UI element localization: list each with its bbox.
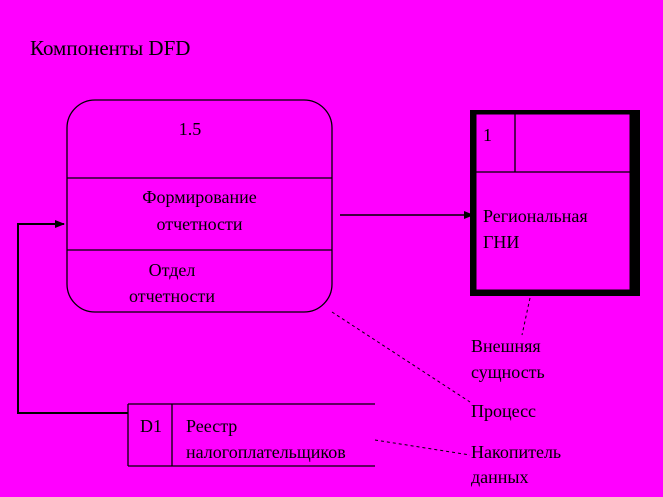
legend-data-store-line2: данных: [471, 467, 529, 487]
external-entity-name-line1: Региональная: [483, 206, 588, 226]
data-store-name-line2: налогоплательщиков: [186, 442, 346, 462]
process-name-line2: отчетности: [156, 214, 243, 234]
external-entity-box[interactable]: [470, 110, 640, 296]
data-store-id: D1: [140, 416, 162, 436]
process-place-line1: Отдел: [148, 260, 196, 280]
process-place-line2: отчетности: [128, 286, 216, 306]
external-entity-number: 1: [483, 125, 492, 145]
process-name-line1: Формирование: [142, 187, 257, 207]
leader-external-entity: [521, 297, 531, 336]
flow-store-to-process: [17, 220, 128, 414]
external-entity-name-line2: ГНИ: [483, 232, 520, 252]
legend-process: Процесс: [471, 401, 537, 421]
process-number: 1.5: [178, 119, 202, 139]
data-store-name-line1: Реестр: [186, 416, 238, 436]
legend-data-store-line1: Накопитель: [471, 442, 562, 462]
data-store-box[interactable]: [127, 403, 375, 467]
diagram-title: Компоненты DFD: [30, 36, 191, 60]
legend-external-entity-line1: Внешняя: [471, 336, 541, 356]
leader-data-store: [374, 439, 471, 456]
external-entity-face: [475, 113, 631, 291]
process-box[interactable]: [66, 99, 333, 313]
process-outline: [66, 99, 333, 313]
legend-external-entity-line2: сущность: [471, 362, 545, 382]
leader-process: [331, 311, 471, 403]
